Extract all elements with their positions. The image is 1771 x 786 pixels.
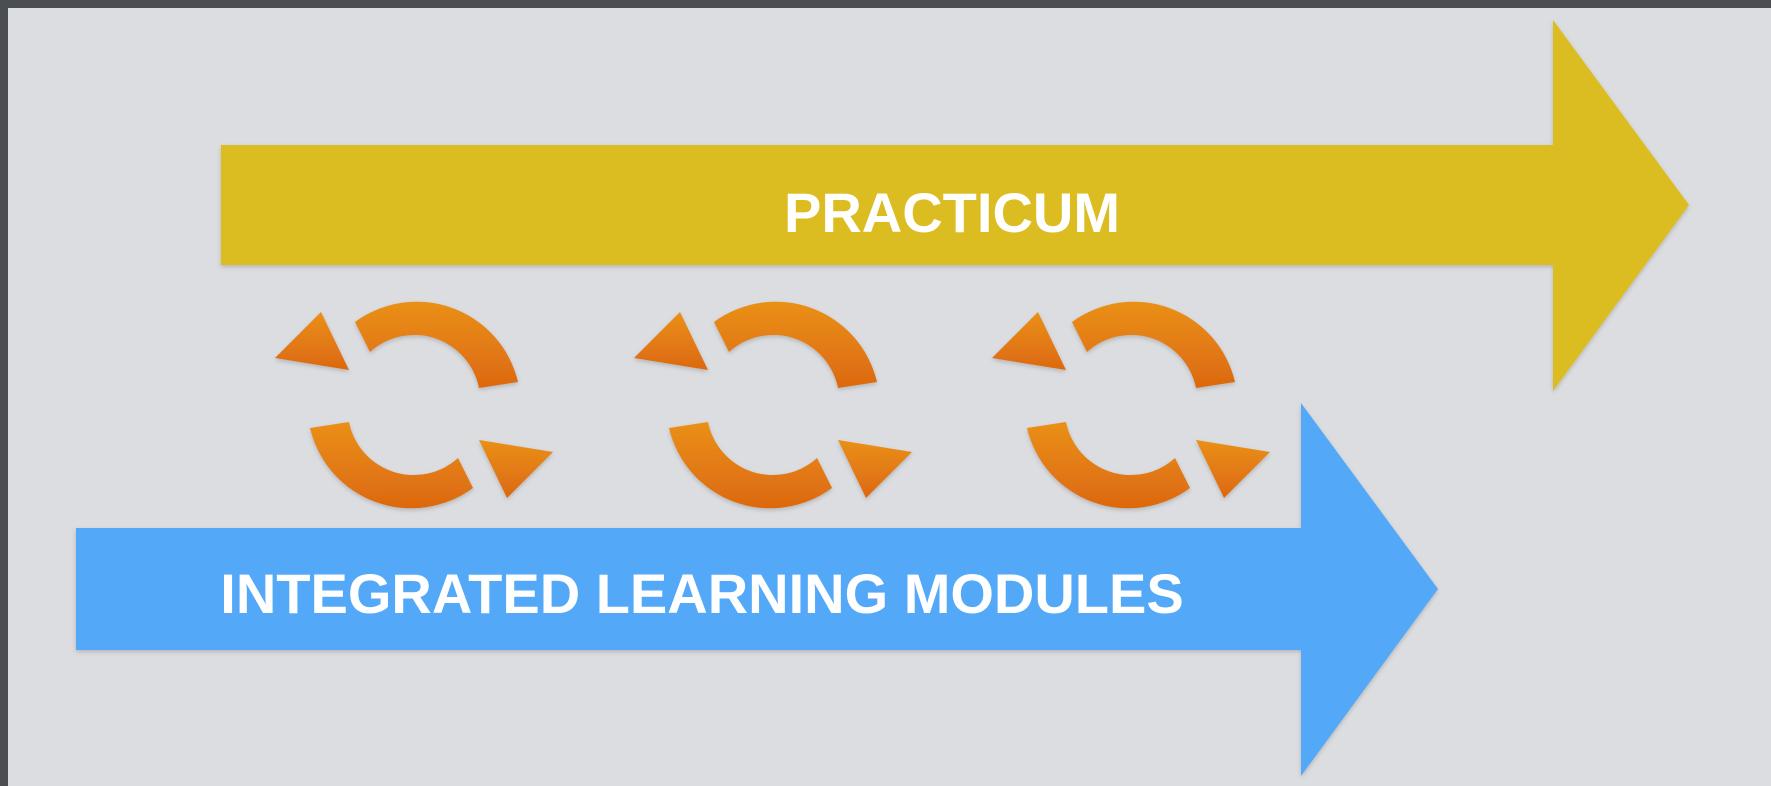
practicum-arrow: PRACTICUM (221, 20, 1689, 391)
integrated-learning-modules-label: INTEGRATED LEARNING MODULES (220, 562, 1183, 625)
practicum-label: PRACTICUM (784, 181, 1120, 244)
refresh-cycle-icon (634, 301, 912, 509)
refresh-cycle-icon (992, 301, 1270, 509)
process-diagram: PRACTICUM INTEGRATED LEARNING MODULES (76, 20, 1689, 776)
refresh-cycle-icon (275, 301, 553, 509)
slide-canvas: PRACTICUM INTEGRATED LEARNING MODULES (8, 8, 1771, 786)
integrated-learning-modules-arrow: INTEGRATED LEARNING MODULES (76, 403, 1438, 776)
